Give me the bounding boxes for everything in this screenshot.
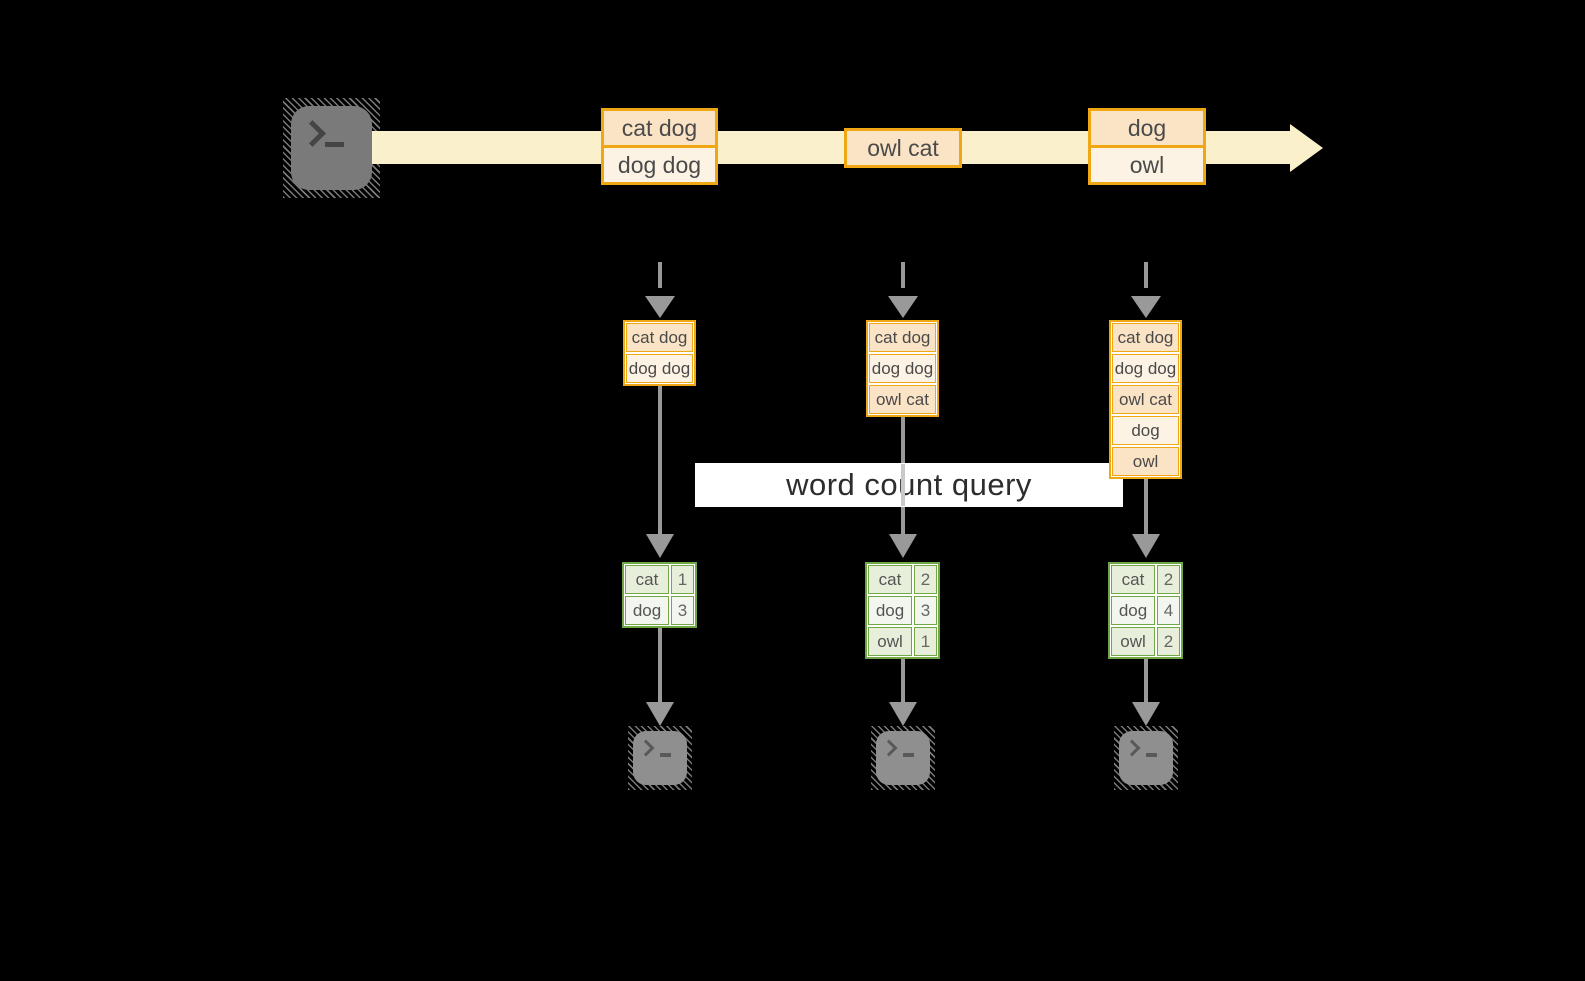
count-cell: 4 bbox=[1157, 596, 1180, 625]
arrow-down-icon bbox=[889, 534, 917, 558]
terminal-body bbox=[876, 731, 930, 785]
buffer-row: owl bbox=[1112, 447, 1179, 476]
word-cell: cat bbox=[1111, 565, 1155, 594]
terminal-body bbox=[633, 731, 687, 785]
prompt-chevron-icon bbox=[637, 739, 655, 757]
word-cell: cat bbox=[625, 565, 669, 594]
terminal-body bbox=[291, 106, 372, 190]
buffer-stack-3: cat dog dog dog owl cat dog owl bbox=[1109, 320, 1182, 479]
count-cell: 2 bbox=[914, 565, 937, 594]
word-cell: dog bbox=[1111, 596, 1155, 625]
terminal-sink-icon bbox=[1114, 726, 1178, 790]
event-record: dog dog bbox=[601, 145, 718, 185]
buffer-row: owl cat bbox=[869, 385, 936, 414]
buffer-row: owl cat bbox=[1112, 385, 1179, 414]
word-cell: dog bbox=[625, 596, 669, 625]
stream-arrow-right-icon bbox=[1290, 124, 1323, 172]
terminal-sink-icon bbox=[871, 726, 935, 790]
count-table-1: cat 1 dog 3 bbox=[622, 562, 697, 628]
event-group-2: owl cat bbox=[844, 128, 962, 168]
terminal-body bbox=[1119, 731, 1173, 785]
count-cell: 2 bbox=[1157, 565, 1180, 594]
buffer-row: dog dog bbox=[626, 354, 693, 383]
event-record: owl cat bbox=[844, 128, 962, 168]
connector-line bbox=[658, 386, 662, 534]
prompt-underscore-icon bbox=[325, 142, 344, 147]
arrow-down-icon bbox=[646, 702, 674, 726]
word-cell: owl bbox=[1111, 627, 1155, 656]
connector-line bbox=[901, 659, 905, 702]
word-cell: cat bbox=[868, 565, 912, 594]
prompt-chevron-icon bbox=[299, 120, 326, 147]
buffer-row: cat dog bbox=[869, 323, 936, 352]
arrow-down-icon bbox=[1131, 296, 1161, 318]
prompt-underscore-icon bbox=[1146, 753, 1157, 757]
count-cell: 1 bbox=[914, 627, 937, 656]
terminal-source-icon bbox=[283, 98, 380, 198]
word-cell: owl bbox=[868, 627, 912, 656]
buffer-row: cat dog bbox=[626, 323, 693, 352]
buffer-stack-2: cat dog dog dog owl cat bbox=[866, 320, 939, 417]
count-cell: 2 bbox=[1157, 627, 1180, 656]
terminal-sink-icon bbox=[628, 726, 692, 790]
prompt-chevron-icon bbox=[880, 739, 898, 757]
connector-line bbox=[1144, 659, 1148, 702]
query-banner: word count query bbox=[695, 463, 1123, 507]
event-group-3: dog owl bbox=[1088, 108, 1206, 185]
count-table-3: cat 2 dog 4 owl 2 bbox=[1108, 562, 1183, 659]
arrow-down-icon bbox=[888, 296, 918, 318]
dashed-arrow-segment bbox=[1144, 262, 1148, 288]
event-record: owl bbox=[1088, 145, 1206, 185]
event-record: dog bbox=[1088, 108, 1206, 148]
prompt-underscore-icon bbox=[660, 753, 671, 757]
arrow-down-icon bbox=[889, 702, 917, 726]
count-cell: 3 bbox=[914, 596, 937, 625]
dashed-arrow-segment bbox=[901, 262, 905, 288]
count-cell: 3 bbox=[671, 596, 694, 625]
arrow-down-icon bbox=[1132, 702, 1160, 726]
count-cell: 1 bbox=[671, 565, 694, 594]
buffer-row: dog dog bbox=[869, 354, 936, 383]
arrow-down-icon bbox=[646, 534, 674, 558]
event-record: cat dog bbox=[601, 108, 718, 148]
event-group-1: cat dog dog dog bbox=[601, 108, 718, 185]
buffer-row: cat dog bbox=[1112, 323, 1179, 352]
word-cell: dog bbox=[868, 596, 912, 625]
connector-line bbox=[1144, 479, 1148, 534]
prompt-chevron-icon bbox=[1123, 739, 1141, 757]
connector-line-over-banner bbox=[901, 464, 905, 506]
buffer-row: dog dog bbox=[1112, 354, 1179, 383]
count-table-2: cat 2 dog 3 owl 1 bbox=[865, 562, 940, 659]
dashed-arrow-segment bbox=[658, 262, 662, 288]
prompt-underscore-icon bbox=[903, 753, 914, 757]
buffer-stack-1: cat dog dog dog bbox=[623, 320, 696, 386]
connector-line bbox=[658, 628, 662, 702]
arrow-down-icon bbox=[1132, 534, 1160, 558]
arrow-down-icon bbox=[645, 296, 675, 318]
buffer-row: dog bbox=[1112, 416, 1179, 445]
